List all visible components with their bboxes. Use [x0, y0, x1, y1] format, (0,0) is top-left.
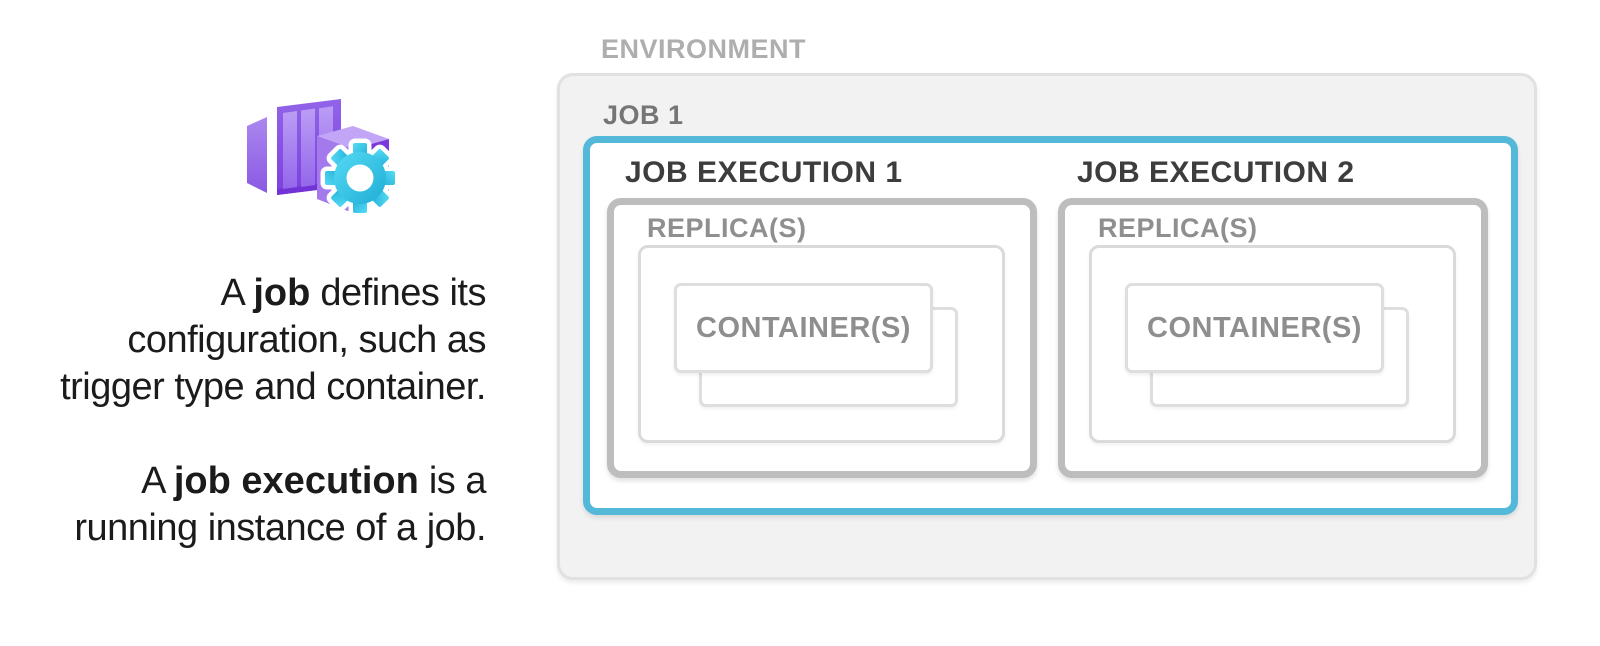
job-box: JOB EXECUTION 1 JOB EXECUTION 2 REPLICA(… — [583, 136, 1518, 515]
job-definition-paragraph: A job defines its configuration, such as… — [60, 272, 486, 408]
container-card-front: CONTAINER(S) — [1125, 283, 1384, 373]
job-execution-2-label: JOB EXECUTION 2 — [1077, 156, 1355, 189]
replica-box: CONTAINER(S) — [1089, 245, 1456, 443]
job-label: JOB 1 — [603, 100, 684, 130]
job-execution-term: job execution — [173, 460, 419, 502]
container-card-front: CONTAINER(S) — [674, 283, 933, 373]
job-execution-1-box: REPLICA(S) CONTAINER(S) — [607, 198, 1037, 478]
replica-box: CONTAINER(S) — [638, 245, 1005, 443]
azure-container-apps-job-icon — [247, 99, 397, 218]
job-execution-paragraph: A job execution is a running instance of… — [74, 460, 486, 549]
job-term: job — [253, 272, 311, 314]
container-label: CONTAINER(S) — [696, 311, 911, 344]
gear-icon — [320, 138, 397, 218]
replica-label: REPLICA(S) — [1098, 213, 1258, 243]
environment-box: JOB 1 JOB EXECUTION 1 JOB EXECUTION 2 RE… — [557, 73, 1537, 580]
job-execution-1-label: JOB EXECUTION 1 — [625, 156, 903, 189]
environment-label: ENVIRONMENT — [601, 34, 807, 64]
container-label: CONTAINER(S) — [1147, 311, 1362, 344]
replica-label: REPLICA(S) — [647, 213, 807, 243]
job-execution-2-box: REPLICA(S) CONTAINER(S) — [1058, 198, 1488, 478]
icon-left-slab — [247, 117, 267, 193]
description-text: A job defines its configuration, such as… — [38, 270, 486, 552]
